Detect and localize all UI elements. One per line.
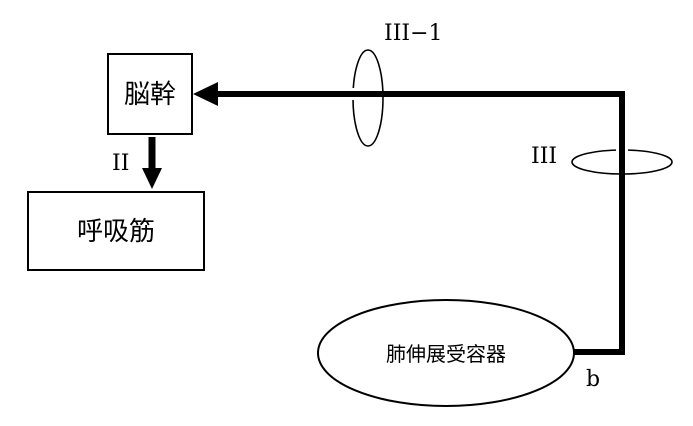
brainstem-box	[107, 53, 193, 135]
respiratory-muscles-box	[27, 191, 205, 271]
pathway-ii-arrow	[142, 137, 162, 189]
stretch-receptor-node: 肺伸展受容器	[317, 299, 575, 407]
afferent-pathway-line	[214, 91, 625, 355]
pathway-iii-label: III	[531, 144, 557, 169]
section-iii-1-marker	[330, 49, 400, 147]
pathway-ii-label: II	[112, 151, 129, 176]
afferent-pathway	[193, 82, 625, 355]
brainstem-label: 脳幹	[124, 80, 176, 110]
brainstem-node: 脳幹	[107, 53, 193, 135]
respiratory-muscles-node: 呼吸筋	[27, 191, 205, 271]
point-b-label: b	[586, 367, 600, 392]
respiratory-muscles-label: 呼吸筋	[77, 217, 155, 247]
pathway-ii-arrowhead	[142, 168, 162, 189]
afferent-pathway-arrowhead	[193, 82, 218, 106]
stretch-receptor-label: 肺伸展受容器	[386, 342, 506, 366]
pathway-iii-1-label: III−1	[384, 21, 443, 46]
section-iii-marker	[571, 142, 673, 180]
